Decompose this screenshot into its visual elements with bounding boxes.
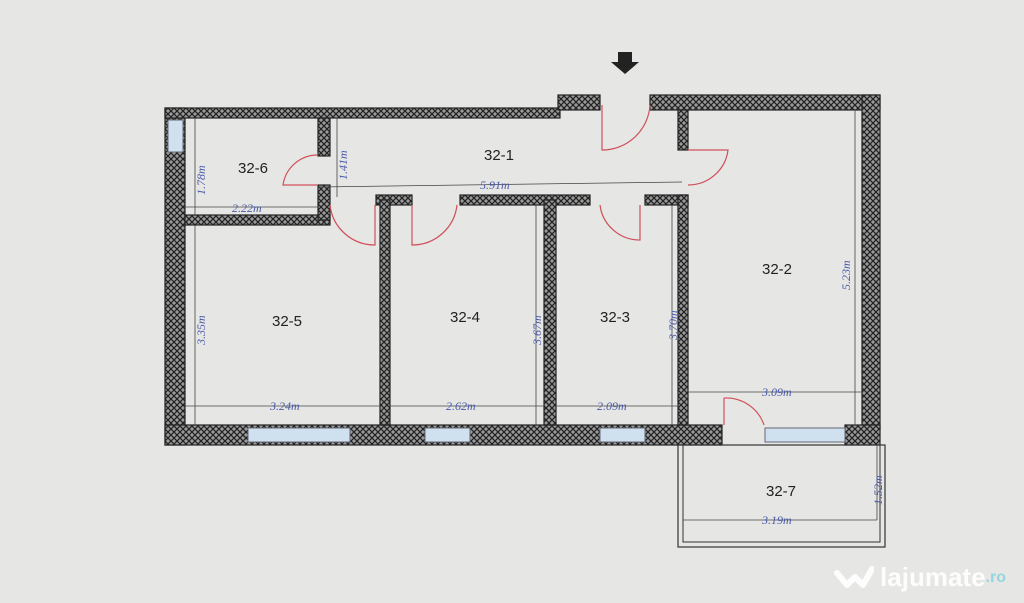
dim-3-70: 3.70m [666, 310, 680, 341]
watermark-name: lajumate [880, 562, 986, 592]
room-label-32-4: 32-4 [450, 309, 480, 326]
dim-3-09: 3.09m [761, 385, 792, 399]
dim-1-78: 1.78m [194, 165, 208, 195]
lajumate-logo-icon [834, 565, 875, 588]
room-label-32-1: 32-1 [484, 147, 514, 164]
room-labels: 32-6 32-1 32-2 32-3 32-4 32-5 32-7 [238, 147, 796, 500]
room-label-32-7: 32-7 [766, 483, 796, 500]
dim-3-24: 3.24m [269, 399, 300, 413]
watermark-tld: .ro [985, 568, 1006, 586]
dim-3-35: 3.35m [194, 315, 208, 346]
dim-5-23: 5.23m [839, 260, 853, 290]
room-label-32-5: 32-5 [272, 313, 302, 330]
dim-5-91: 5.91m [480, 178, 510, 192]
windows [167, 119, 846, 443]
entrance-arrow-icon [611, 52, 639, 74]
balcony [677, 444, 886, 548]
dim-2-62: 2.62m [446, 399, 476, 413]
dimension-lines [185, 110, 878, 521]
dim-1-52: 1.52m [871, 475, 885, 505]
dim-3-67: 3.67m [530, 315, 544, 346]
dim-2-22: 2.22m [232, 201, 262, 215]
dim-1-41: 1.41m [336, 150, 350, 180]
room-label-32-3: 32-3 [600, 309, 630, 326]
dim-3-19: 3.19m [761, 513, 792, 527]
dimension-labels: 1.78m 2.22m 1.41m 5.91m 3.35m 3.24m 3.67… [194, 150, 885, 527]
watermark-logo: lajumate.ro [834, 562, 1006, 593]
room-label-32-6: 32-6 [238, 160, 268, 177]
room-label-32-2: 32-2 [762, 261, 792, 278]
doors [282, 104, 765, 426]
dim-2-09: 2.09m [597, 399, 627, 413]
